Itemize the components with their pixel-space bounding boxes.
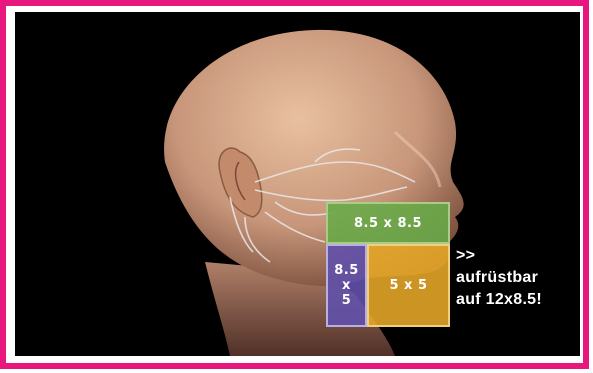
size-8-5x8-5-cell: 8.5 x 8.5 <box>326 202 450 244</box>
caption-line-2: aufrüstbar <box>456 267 542 289</box>
size-label-left-1: 8.5 <box>334 263 359 278</box>
size-8-5x5-cell: 8.5 x 5 <box>326 244 367 327</box>
size-5x5-cell: 5 x 5 <box>367 244 450 327</box>
upgrade-caption: >> aufrüstbar auf 12x8.5! <box>456 245 542 311</box>
size-label-top: 8.5 x 8.5 <box>354 216 422 231</box>
image-stage: 8.5 x 8.5 8.5 x 5 5 x 5 >> aufrüstbar au… <box>15 12 580 356</box>
caption-arrow: >> <box>456 245 542 267</box>
caption-line-3: auf 12x8.5! <box>456 289 542 311</box>
size-label-left-2: x <box>342 278 351 293</box>
size-label-left-3: 5 <box>342 293 352 308</box>
size-label-right: 5 x 5 <box>389 278 427 293</box>
area-size-diagram: 8.5 x 8.5 8.5 x 5 5 x 5 <box>326 202 450 327</box>
